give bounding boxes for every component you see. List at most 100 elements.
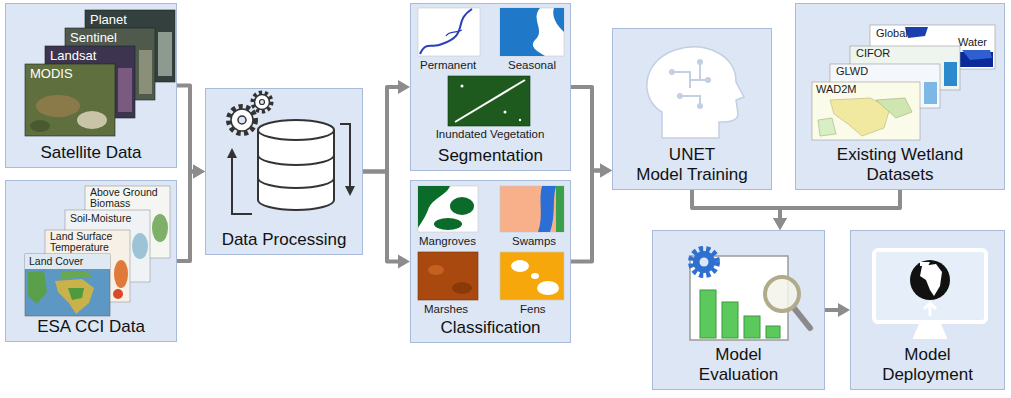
database-gears-icon-part <box>260 100 265 105</box>
evaluation-chart-icon-part <box>700 290 716 338</box>
esa-cci-map-stack-part <box>68 288 84 300</box>
brain-head-icon-part <box>669 69 675 75</box>
classification-thumbnails-part <box>556 186 564 232</box>
satellite-image-stack-part <box>85 10 175 82</box>
esa-cci-map-stack-part <box>55 279 94 314</box>
classification-thumbnails-part <box>418 186 478 232</box>
image-label: Sentinel <box>70 30 117 46</box>
image-label: Seasonal <box>508 58 556 72</box>
segmentation-thumbnails-part <box>418 8 480 56</box>
classification-thumbnails <box>418 186 564 300</box>
satellite-image-stack <box>25 10 175 136</box>
arrowhead <box>838 303 850 317</box>
image-label: Swamps <box>512 234 556 248</box>
arrowhead <box>398 255 410 269</box>
connector-line <box>177 86 195 172</box>
connector-line <box>571 87 602 171</box>
flow-arrow <box>571 164 612 262</box>
arrowhead <box>773 218 787 230</box>
connector-line <box>363 87 400 172</box>
image-label: Inundated Vegetation <box>420 127 560 141</box>
segmentation-thumbnails-part <box>500 8 564 56</box>
node-label: Classification <box>440 318 540 338</box>
wetland-dataset-stack <box>812 25 995 140</box>
connector-line <box>363 172 400 262</box>
image-label: Above Ground Biomass <box>90 187 166 209</box>
esa-cci-map-stack-part <box>25 254 110 316</box>
process-box: Data Processing <box>205 88 363 255</box>
connector-line <box>177 172 195 262</box>
brain-head-icon-part <box>697 59 703 65</box>
brain-head-icon <box>647 47 744 138</box>
image-label: Water <box>958 36 987 49</box>
database-gears-icon-part <box>258 130 334 210</box>
image-label: Soil-Moisture <box>70 212 131 225</box>
node-label: ESA CCI Data <box>37 317 145 337</box>
image-label: Marshes <box>424 302 468 316</box>
database-gears-icon-part <box>238 116 246 124</box>
flow-arrow <box>177 86 205 179</box>
node-label: Model Evaluation <box>684 345 794 385</box>
database-gears-icon <box>227 93 355 214</box>
wetland-dataset-stack-part <box>818 118 836 136</box>
esa-cci-map-stack-part <box>152 214 168 242</box>
wetland-dataset-stack-part <box>924 82 937 104</box>
brain-head-icon-part <box>647 47 744 138</box>
node-label: Model Training <box>636 165 748 185</box>
label-holder: Mangroves <box>419 234 476 248</box>
label-holder: CIFOR <box>856 47 890 60</box>
node-label: Segmentation <box>438 146 543 166</box>
esa-cci-map-stack-part <box>28 271 47 304</box>
image-label: Land Surface Temperature <box>50 231 120 253</box>
evaluation-chart-icon-part <box>690 256 788 340</box>
label-holder: Sentinel <box>70 30 117 46</box>
satellite-image-stack-part <box>139 50 152 94</box>
connector-line <box>825 308 840 312</box>
classification-thumbnails-part <box>450 197 474 215</box>
classification-thumbnails-part <box>511 260 529 272</box>
satellite-image-stack-part <box>65 28 155 100</box>
node-label: UNET <box>669 145 715 165</box>
label-holder: Fens <box>520 302 546 316</box>
arrowhead <box>600 164 612 178</box>
arrowhead <box>193 165 205 179</box>
label-holder: GLWD <box>836 65 868 78</box>
database-gears-icon-part <box>258 120 334 140</box>
node-label: Existing Wetland Datasets <box>825 145 975 185</box>
image-label: Fens <box>520 302 546 316</box>
esa-cci-map-stack-part <box>60 271 92 279</box>
evaluation-chart-icon-part <box>693 251 715 273</box>
satellite-image-stack-part <box>77 111 107 129</box>
evaluation-chart-icon-part <box>700 258 709 267</box>
esa-cci-map-stack-part <box>113 289 123 299</box>
segmentation-thumbnails-part <box>420 9 472 54</box>
segmentation-thumbnails <box>418 8 564 126</box>
evaluation-box: Model Evaluation <box>652 230 825 390</box>
esa-cci-map-stack-part <box>25 254 110 269</box>
flow-arrow <box>692 190 787 230</box>
monitor-globe-icon-part <box>920 264 942 296</box>
label-holder: WAD2M <box>816 83 857 96</box>
label-holder: Land Surface Temperature <box>50 231 120 253</box>
flow-arrow <box>571 87 612 178</box>
label-holder: Seasonal <box>508 58 556 72</box>
monitor-globe-icon-part <box>924 303 936 316</box>
connector-line <box>780 190 900 220</box>
image-label: Global <box>876 27 908 40</box>
monitor-globe-icon-part <box>874 250 986 322</box>
evaluation-chart-icon-part <box>765 277 799 311</box>
monitor-globe-icon-part <box>910 260 950 300</box>
database-gears-icon-part <box>253 93 271 111</box>
esa-cci-map-stack <box>25 186 170 316</box>
monitor-globe-icon-part <box>914 324 946 338</box>
classification-thumbnails-part <box>538 186 556 232</box>
label-holder: Landsat <box>50 48 96 64</box>
satellite-image-stack-part <box>36 95 80 117</box>
node-label: Data Processing <box>222 230 347 250</box>
arrowhead <box>398 80 410 94</box>
monitor-globe-icon <box>874 250 986 338</box>
satellite-image-stack-part <box>30 120 50 132</box>
image-label: WAD2M <box>816 83 857 96</box>
flow-arrow <box>773 190 900 230</box>
